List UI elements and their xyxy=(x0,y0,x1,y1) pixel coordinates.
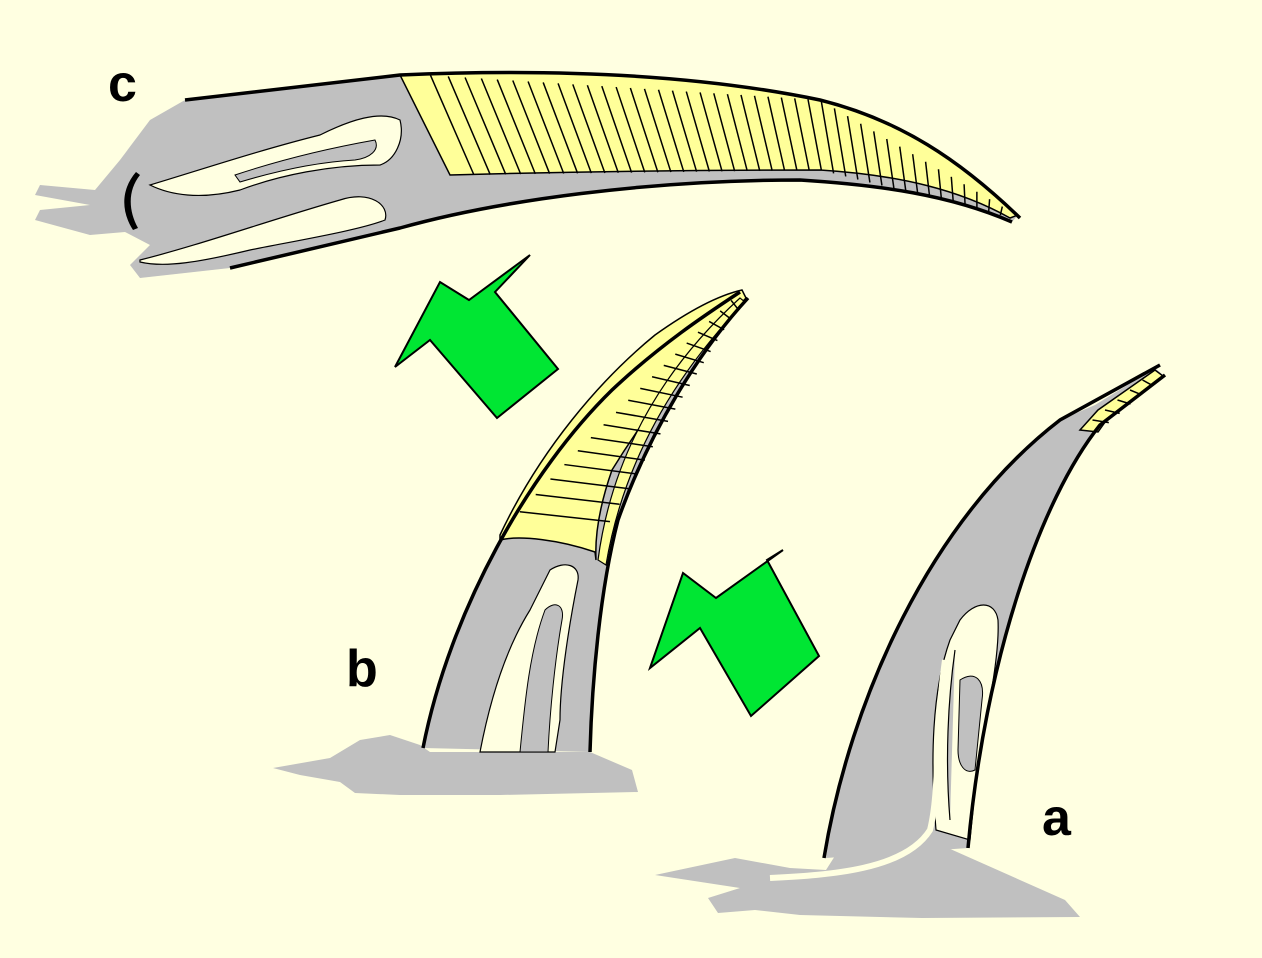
arrow-a-to-b xyxy=(650,550,819,716)
stage-c-band xyxy=(964,184,965,206)
arrow-b-to-c xyxy=(395,255,558,418)
stage-c-band xyxy=(989,199,990,212)
stage-label-a: a xyxy=(1042,792,1071,844)
stage-c-structure xyxy=(35,72,1020,278)
stage-label-c: c xyxy=(108,58,137,110)
stage-label-b: b xyxy=(346,643,378,695)
